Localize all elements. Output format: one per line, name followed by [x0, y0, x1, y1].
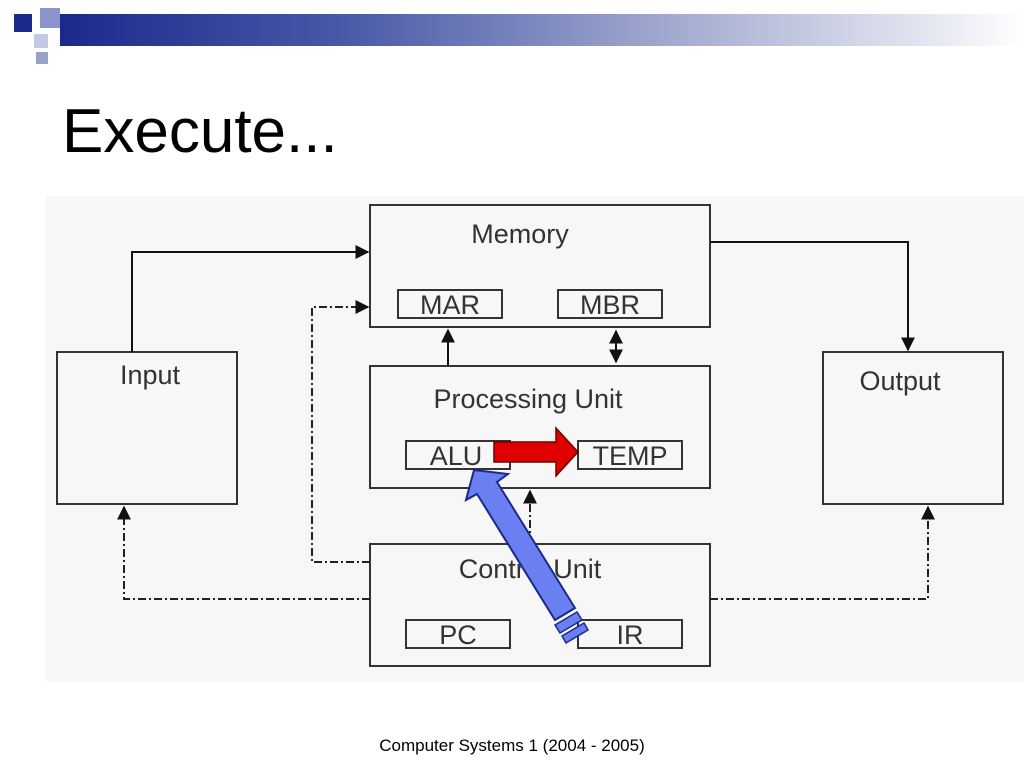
processing-unit-label: Processing Unit: [433, 384, 623, 414]
mbr-label: MBR: [580, 290, 640, 320]
title-bar-gradient: [60, 14, 1024, 46]
control-to-memory-dashed-line: [311, 300, 370, 563]
output-label: Output: [859, 366, 941, 396]
input-to-memory-line: [131, 245, 370, 352]
mar-label: MAR: [420, 290, 480, 320]
slide-footer: Computer Systems 1 (2004 - 2005): [379, 736, 645, 755]
pc-label: PC: [439, 620, 477, 650]
slide-title: Execute...: [62, 97, 338, 166]
mar-register: [397, 289, 503, 319]
control-to-input-dashed-line: [117, 505, 370, 600]
mbr-register: [557, 289, 663, 319]
memory-to-output-line: [710, 241, 915, 352]
corner-square-3: [34, 34, 48, 48]
alu-register: [405, 440, 511, 470]
temp-register: [577, 440, 683, 470]
corner-square-1: [14, 14, 32, 32]
temp-label: TEMP: [592, 441, 667, 471]
corner-square-5: [36, 52, 48, 64]
control-to-output-dashed-line: [710, 505, 935, 600]
alu-label: ALU: [430, 441, 483, 471]
alu-to-temp-red-arrow: [493, 426, 580, 478]
corner-square-2: [40, 8, 60, 28]
input-label: Input: [120, 360, 181, 390]
output-box: [822, 351, 1004, 505]
pc-register: [405, 619, 511, 649]
ir-label: IR: [617, 620, 644, 650]
ir-to-alu-blue-arrow: [464, 468, 590, 645]
input-box: [56, 351, 238, 505]
memory-label: Memory: [471, 219, 569, 249]
